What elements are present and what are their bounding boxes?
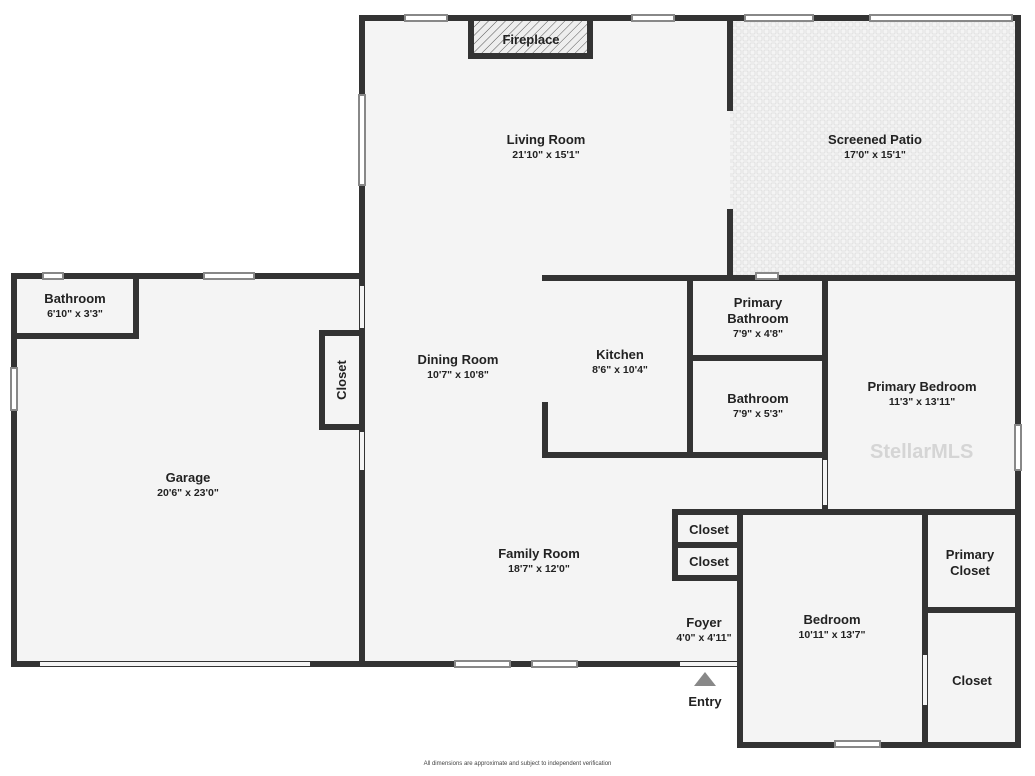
room-family-room: Family Room 18'7" x 12'0" <box>498 546 580 576</box>
disclaimer: All dimensions are approximate and subje… <box>423 761 612 767</box>
room-dims: 7'9" x 4'8" <box>733 328 783 340</box>
room-screened-patio: Screened Patio 17'0" x 15'1" <box>828 132 922 162</box>
room-dims: 10'7" x 10'8" <box>427 369 489 381</box>
room-fireplace: Fireplace <box>502 32 559 48</box>
room-name: Living Room <box>506 132 586 147</box>
room-dims: 4'0" x 4'11" <box>676 632 732 644</box>
room-primary-bedroom: Primary Bedroom 11'3" x 13'11" <box>867 379 976 409</box>
room-foyer: Foyer 4'0" x 4'11" <box>676 615 731 645</box>
room-garage: Garage 20'6" x 23'0" <box>157 470 219 500</box>
room-dims: 21'10" x 15'1" <box>512 149 580 161</box>
room-closet-1: Closet <box>689 522 729 538</box>
room-dims: 18'7" x 12'0" <box>508 563 570 575</box>
entry-label: Entry <box>688 694 721 710</box>
room-dims: 10'11" x 13'7" <box>798 629 866 641</box>
room-name: Closet <box>952 673 992 688</box>
room-bedroom: Bedroom 10'11" x 13'7" <box>799 612 866 642</box>
windows <box>10 14 1022 748</box>
openings <box>40 286 927 705</box>
room-name: Closet <box>689 522 729 537</box>
room-dims: 6'10" x 3'3" <box>47 308 103 320</box>
room-name: Fireplace <box>502 32 560 47</box>
room-kitchen: Kitchen 8'6" x 10'4" <box>592 347 648 377</box>
room-name: Dining Room <box>417 352 499 367</box>
room-name: Closet <box>334 360 349 400</box>
room-name: Primary Closet <box>945 547 995 578</box>
room-garage-bathroom: Bathroom 6'10" x 3'3" <box>44 291 105 321</box>
room-name: Primary Bathroom <box>727 295 789 326</box>
room-dims: 8'6" x 10'4" <box>592 364 648 376</box>
room-name: Foyer <box>686 615 722 630</box>
room-dims: 20'6" x 23'0" <box>157 487 219 499</box>
room-name: Bathroom <box>44 291 106 306</box>
entry-arrow-icon <box>694 672 716 686</box>
room-name: Entry <box>688 694 722 709</box>
room-name: Garage <box>165 470 211 485</box>
room-name: Bedroom <box>803 612 861 627</box>
room-primary-closet: Primary Closet <box>930 547 1010 579</box>
room-dims: 11'3" x 13'11" <box>888 396 956 408</box>
watermark: StellarMLS <box>870 441 974 463</box>
room-name: Primary Bedroom <box>867 379 977 394</box>
patio-floor <box>730 18 1018 276</box>
room-bathroom: Bathroom 7'9" x 5'3" <box>727 391 788 421</box>
room-primary-bathroom: Primary Bathroom 7'9" x 4'8" <box>718 295 798 341</box>
room-closet-dining: Closet <box>334 360 350 400</box>
room-dims: 17'0" x 15'1" <box>844 149 906 161</box>
room-closet-2: Closet <box>689 554 729 570</box>
room-name: Screened Patio <box>828 132 922 147</box>
room-dining-room: Dining Room 10'7" x 10'8" <box>418 352 499 382</box>
fireplace-hearth <box>471 20 590 56</box>
room-dims: 7'9" x 5'3" <box>733 408 783 420</box>
room-name: Closet <box>689 554 729 569</box>
room-living-room: Living Room 21'10" x 15'1" <box>507 132 586 162</box>
room-name: Bathroom <box>727 391 789 406</box>
room-name: Kitchen <box>596 347 644 362</box>
floors <box>14 18 1018 744</box>
room-name: Family Room <box>498 546 580 561</box>
room-closet-3: Closet <box>952 673 992 689</box>
